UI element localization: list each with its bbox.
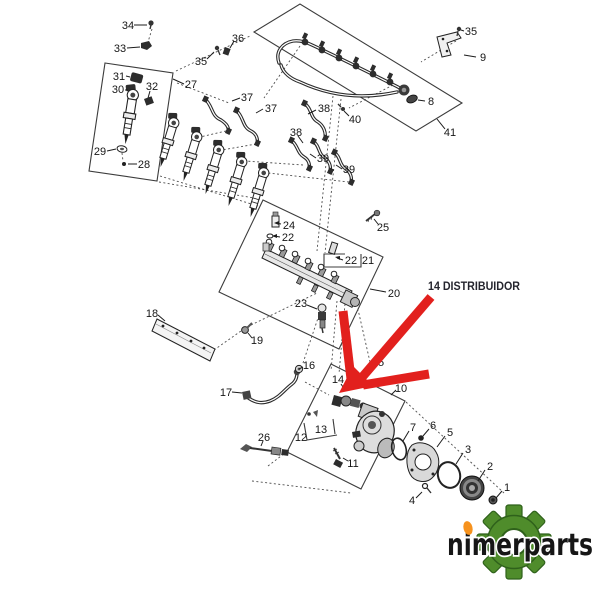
callout-14: 14 bbox=[332, 374, 344, 386]
callout-31: 31 bbox=[113, 71, 125, 83]
callout-20: 20 bbox=[388, 288, 400, 300]
callout-26: 26 bbox=[258, 432, 270, 444]
screw-34-part bbox=[148, 20, 154, 26]
fuel-rail-box-20 bbox=[218, 199, 384, 350]
leak-off-line-assembly bbox=[276, 26, 462, 104]
injector-service-box-27 bbox=[88, 62, 174, 182]
clamp-33-part bbox=[141, 41, 152, 50]
callout-17: 17 bbox=[220, 387, 232, 399]
callout-12: 12 bbox=[295, 432, 307, 444]
callout-36: 36 bbox=[232, 33, 244, 45]
rail-ports bbox=[265, 238, 340, 301]
stud-11-part bbox=[332, 447, 344, 469]
callout-leaders bbox=[106, 24, 503, 499]
fuel-rail-assembly bbox=[261, 209, 381, 334]
callout-25: 25 bbox=[377, 222, 389, 234]
bolt-6-part bbox=[418, 435, 424, 441]
callout-6: 6 bbox=[430, 420, 436, 432]
callout-5: 5 bbox=[447, 427, 453, 439]
callout-41: 41 bbox=[444, 127, 456, 139]
oring-7-part bbox=[390, 437, 408, 461]
callout-35-right: 35 bbox=[465, 26, 477, 38]
gear-icon bbox=[476, 504, 552, 580]
sensor-23-part bbox=[317, 303, 327, 334]
callout-27: 27 bbox=[185, 79, 197, 91]
sub-box-13 bbox=[303, 418, 338, 441]
callout-1: 1 bbox=[504, 482, 510, 494]
brand-name: nimerparts bbox=[447, 528, 593, 563]
callout-40: 40 bbox=[349, 114, 361, 126]
bolt-25-part bbox=[365, 209, 381, 223]
callout-38-a: 38 bbox=[318, 103, 330, 115]
callout-23: 23 bbox=[295, 298, 307, 310]
brand-accent-flame bbox=[463, 521, 473, 535]
callout-22-a: 22 bbox=[282, 232, 294, 244]
callout-24: 24 bbox=[283, 220, 295, 232]
association-lines bbox=[121, 28, 505, 494]
callout-32: 32 bbox=[146, 81, 158, 93]
callout-9: 9 bbox=[480, 52, 486, 64]
red-arrowhead bbox=[339, 366, 373, 393]
pump-body bbox=[352, 402, 395, 459]
brand-watermark: nimerparts bbox=[445, 504, 595, 580]
callout-10: 10 bbox=[395, 383, 407, 395]
injection-lines bbox=[201, 95, 355, 186]
callout-28: 28 bbox=[138, 159, 150, 171]
callout-34: 34 bbox=[122, 20, 134, 32]
clip-36-part bbox=[222, 47, 231, 56]
valve-22-part bbox=[327, 241, 339, 255]
callout-37-a: 37 bbox=[241, 92, 253, 104]
oring-3-part bbox=[436, 461, 462, 489]
solenoid-31-part bbox=[130, 72, 144, 84]
bracket-18-part bbox=[151, 318, 216, 362]
red-annotation: 14 DISTRIBUIDOR bbox=[338, 279, 520, 393]
callout-4: 4 bbox=[409, 495, 415, 507]
annotation-label: 14 DISTRIBUIDOR bbox=[428, 279, 520, 293]
injection-pump-box-10 bbox=[286, 363, 406, 490]
callout-22-b: 22 bbox=[345, 255, 357, 267]
leak-off-connectors bbox=[301, 32, 394, 86]
callout-16: 16 bbox=[303, 360, 315, 372]
leak-off-line-box-41 bbox=[252, 3, 464, 132]
callout-labels: 34 33 36 35 27 31 30 32 29 28 35 9 8 41 … bbox=[94, 20, 510, 507]
gear-2-part bbox=[459, 475, 485, 501]
callout-18: 18 bbox=[146, 308, 158, 320]
callout-38-b: 38 bbox=[290, 127, 302, 139]
callout-30: 30 bbox=[112, 84, 124, 96]
callout-8: 8 bbox=[428, 96, 434, 108]
screw-35-part-left bbox=[214, 45, 220, 51]
injector-row bbox=[151, 110, 273, 220]
sensor-26-part bbox=[240, 444, 289, 456]
callout-37-b: 37 bbox=[265, 103, 277, 115]
injector-service-parts bbox=[115, 20, 231, 166]
callout-33: 33 bbox=[114, 43, 126, 55]
bolt-19-part bbox=[241, 322, 253, 334]
fitting-4-part bbox=[421, 482, 432, 494]
valve-12-13-parts bbox=[307, 410, 318, 417]
callout-3: 3 bbox=[465, 444, 471, 456]
callout-19: 19 bbox=[251, 335, 263, 347]
drive-end-parts bbox=[390, 435, 498, 505]
callout-2: 2 bbox=[487, 461, 493, 473]
seal-28-part bbox=[122, 162, 126, 166]
nut-1-part bbox=[488, 495, 498, 505]
callout-7: 7 bbox=[410, 422, 416, 434]
callout-11: 11 bbox=[347, 458, 358, 470]
callout-21: 21 bbox=[362, 255, 374, 267]
cap-8-part bbox=[406, 94, 418, 104]
callout-39-b: 39 bbox=[343, 164, 355, 176]
group-boxes bbox=[88, 3, 464, 490]
callout-29: 29 bbox=[94, 146, 106, 158]
callout-35-left: 35 bbox=[195, 56, 207, 68]
screw-35-part-right bbox=[456, 26, 462, 32]
clamp-32-part bbox=[144, 96, 154, 106]
callout-39-a: 39 bbox=[317, 153, 329, 165]
callout-13: 13 bbox=[315, 424, 327, 436]
pipe-17-fitting bbox=[241, 390, 252, 400]
bolt-40-part bbox=[341, 107, 345, 111]
distributor-14-part bbox=[331, 394, 371, 412]
line-nuts bbox=[201, 95, 355, 186]
